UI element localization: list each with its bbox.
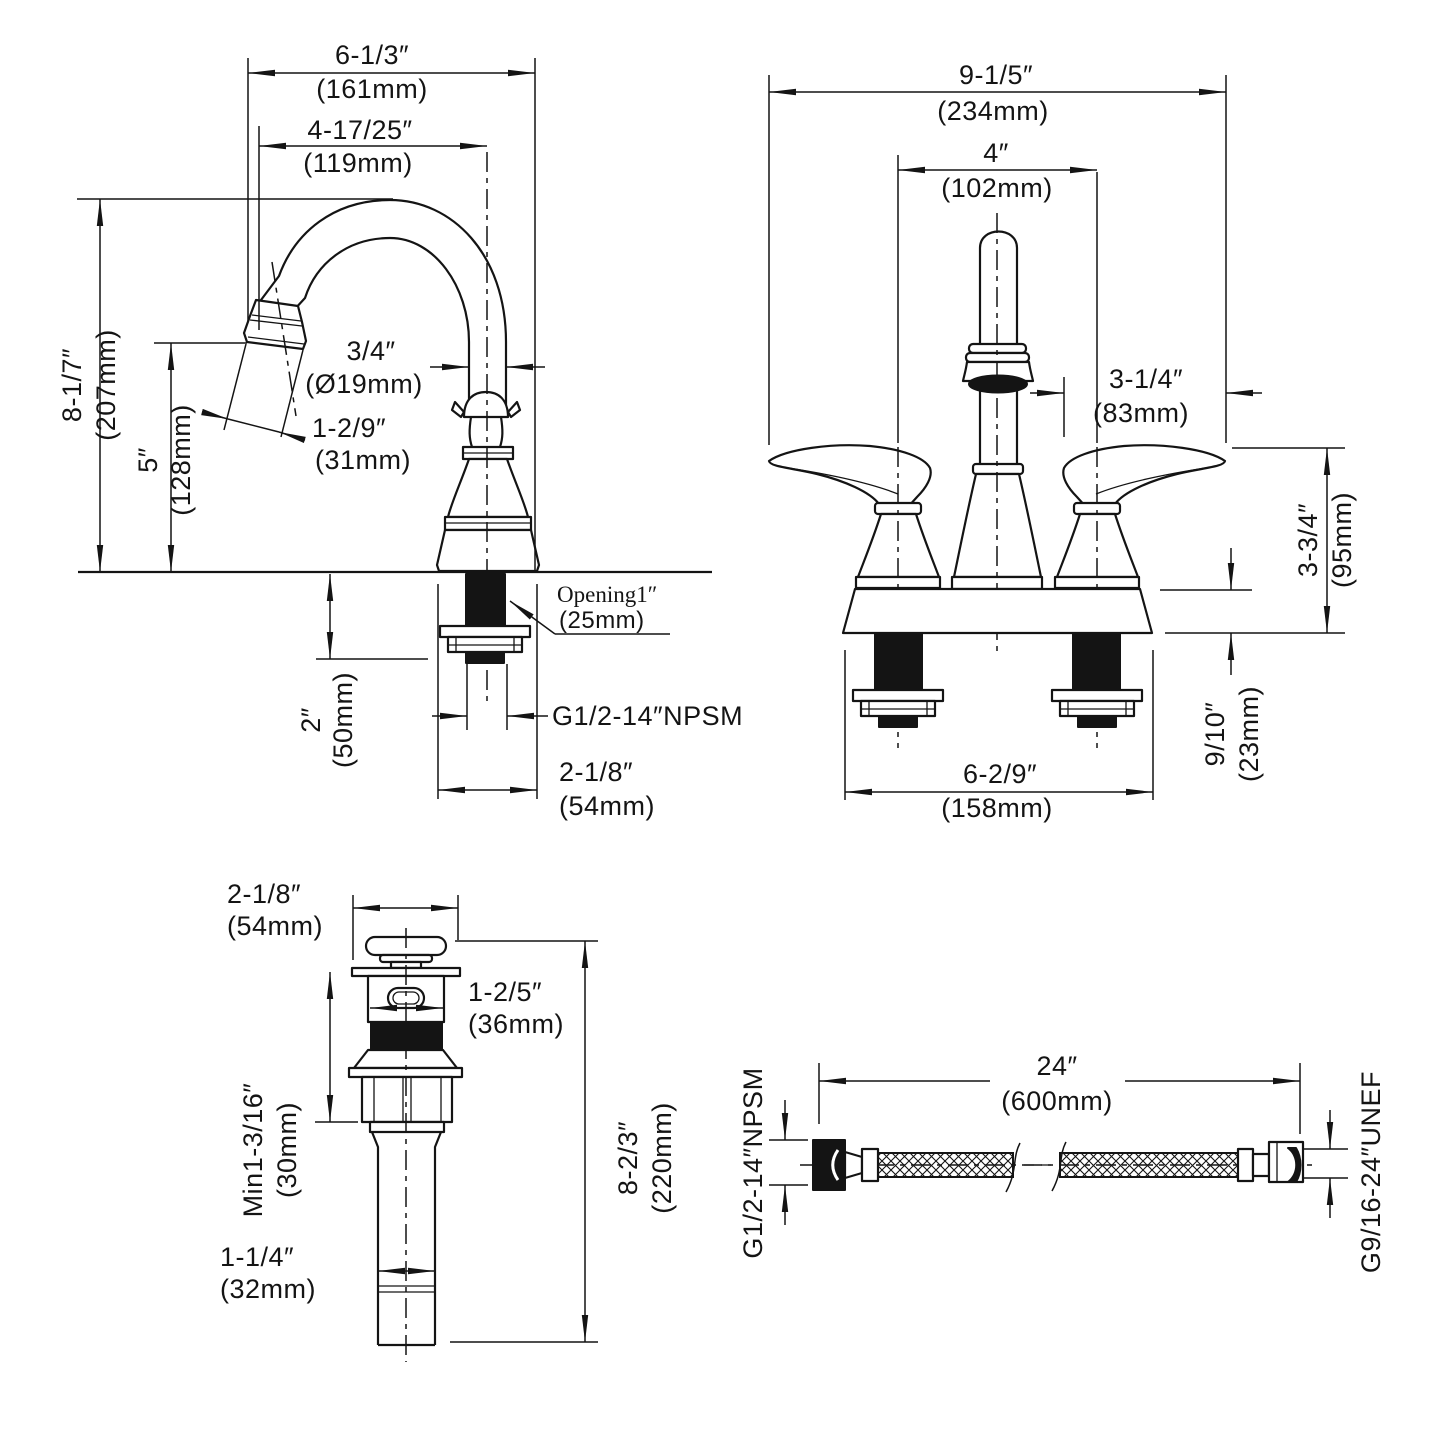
dim-label: (23mm) xyxy=(1234,686,1264,782)
dim-spout-offset: 3-1/4″ (83mm) xyxy=(1030,364,1262,437)
dim-overall-height: 8-1/7″ (207mm) xyxy=(57,198,393,572)
dim-label: 24″ xyxy=(1036,1051,1077,1081)
dim-label: 9-1/5″ xyxy=(959,60,1033,90)
dim-spout-diameter: 3/4″ (Ø19mm) xyxy=(305,336,545,399)
figure-side-view: 6-1/3″ (161mm) 4-17/25″ (119mm) 8-1/7″ (… xyxy=(57,40,743,821)
dim-label: (158mm) xyxy=(941,793,1053,823)
dim-label: 3-1/4″ xyxy=(1109,364,1183,394)
dim-label: 2-1/8″ xyxy=(227,879,301,909)
side-view-shank xyxy=(438,573,532,665)
dim-label: 4-17/25″ xyxy=(307,115,412,145)
front-view-base-plate xyxy=(841,587,1154,635)
side-view-body xyxy=(435,152,541,702)
dim-label: (95mm) xyxy=(1327,492,1357,588)
dim-label: 8-2/3″ xyxy=(613,1121,643,1195)
dim-label: (600mm) xyxy=(1001,1086,1113,1116)
dim-drain-length: 8-2/3″ (220mm) xyxy=(450,940,677,1343)
dim-label: G9/16-24″UNEF xyxy=(1356,1071,1386,1273)
front-view-spout xyxy=(950,213,1044,652)
dim-label: (54mm) xyxy=(227,911,323,941)
dim-label: (25mm) xyxy=(559,607,645,634)
dim-label: (234mm) xyxy=(937,96,1049,126)
dim-base-width-front: 6-2/9″ (158mm) xyxy=(844,650,1154,823)
dim-overall-width: 6-1/3″ (161mm) xyxy=(247,40,536,571)
dim-label: (119mm) xyxy=(303,148,413,178)
dim-label: (36mm) xyxy=(468,1009,564,1039)
dim-label: 1-1/4″ xyxy=(220,1242,294,1272)
dim-handle-height: 3-3/4″ (95mm) xyxy=(1165,447,1357,634)
dim-label: (220mm) xyxy=(647,1102,677,1214)
dim-label: 3/4″ xyxy=(346,336,395,366)
dim-base-width-side: 2-1/8″ (54mm) xyxy=(437,584,655,821)
dim-label: 2-1/8″ xyxy=(559,757,633,787)
dim-label: (Ø19mm) xyxy=(305,369,423,399)
dim-label: Min1-3/16″ xyxy=(238,1083,268,1218)
dim-label: 2″ xyxy=(296,707,326,733)
dim-label: (161mm) xyxy=(316,74,428,104)
dim-thread-side: G1/2-14″NPSM xyxy=(432,664,743,731)
dim-label: G1/2-14″NPSM xyxy=(738,1067,768,1258)
figure-hose: 24″ (600mm) G1/2-14″NPSM G9/16-24″UNEF xyxy=(738,1051,1386,1273)
dim-hose-left-thread: G1/2-14″NPSM xyxy=(738,1067,808,1259)
dim-label: 1-2/9″ xyxy=(312,413,386,443)
dim-label: 6-2/9″ xyxy=(963,759,1037,789)
dim-label: 4″ xyxy=(983,138,1009,168)
dim-label: G1/2-14″NPSM xyxy=(552,701,743,731)
dim-label: (207mm) xyxy=(91,329,121,441)
dim-label: (50mm) xyxy=(328,672,358,768)
dim-label: (30mm) xyxy=(272,1102,302,1198)
dim-label: Opening1″ xyxy=(557,582,657,607)
dim-under-counter: 2″ (50mm) xyxy=(296,574,428,768)
dim-label: (83mm) xyxy=(1093,398,1189,428)
dim-drain-min-depth: Min1-3/16″ (30mm) xyxy=(238,972,358,1217)
figure-front-view: 9-1/5″ (234mm) 4″ (102mm) 3-1/4″ (83mm) … xyxy=(767,60,1357,823)
dim-label: 6-1/3″ xyxy=(335,40,409,70)
dim-drain-body: 1-2/5″ (36mm) xyxy=(370,977,564,1039)
hose-body xyxy=(800,1139,1318,1193)
dim-spout-height: 5″ (128mm) xyxy=(133,342,247,572)
dim-label: 1-2/5″ xyxy=(468,977,542,1007)
front-view-shanks xyxy=(851,633,1144,729)
figure-drain: 2-1/8″ (54mm) 1-2/5″ (36mm) Min1-3/16″ (… xyxy=(220,879,677,1362)
drain-body xyxy=(347,928,464,1362)
dim-opening: Opening1″ (25mm) xyxy=(509,582,670,635)
dim-overall-width-front: 9-1/5″ (234mm) xyxy=(768,60,1227,445)
dim-hose-right-thread: G9/16-24″UNEF xyxy=(1303,1071,1386,1273)
dim-handle-centers: 4″ (102mm) xyxy=(897,138,1098,443)
dim-deck-thickness: 9/10″ (23mm) xyxy=(1160,548,1264,782)
dim-label: 5″ xyxy=(133,447,163,473)
dim-hose-length: 24″ (600mm) xyxy=(818,1051,1301,1134)
dim-label: (102mm) xyxy=(941,173,1053,203)
dim-label: (54mm) xyxy=(559,791,655,821)
dim-drain-cap: 2-1/8″ (54mm) xyxy=(227,879,459,960)
dim-label: 8-1/7″ xyxy=(57,348,87,422)
dim-label: 9/10″ xyxy=(1200,702,1230,767)
dim-spout-tip: 1-2/9″ (31mm) xyxy=(201,343,411,475)
dim-label: (32mm) xyxy=(220,1274,316,1304)
dim-label: 3-3/4″ xyxy=(1293,503,1323,577)
dim-label: (31mm) xyxy=(315,445,411,475)
dim-drain-tail: 1-1/4″ (32mm) xyxy=(220,1242,435,1304)
dim-label: (128mm) xyxy=(166,404,196,516)
dim-spout-reach: 4-17/25″ (119mm) xyxy=(258,115,487,330)
